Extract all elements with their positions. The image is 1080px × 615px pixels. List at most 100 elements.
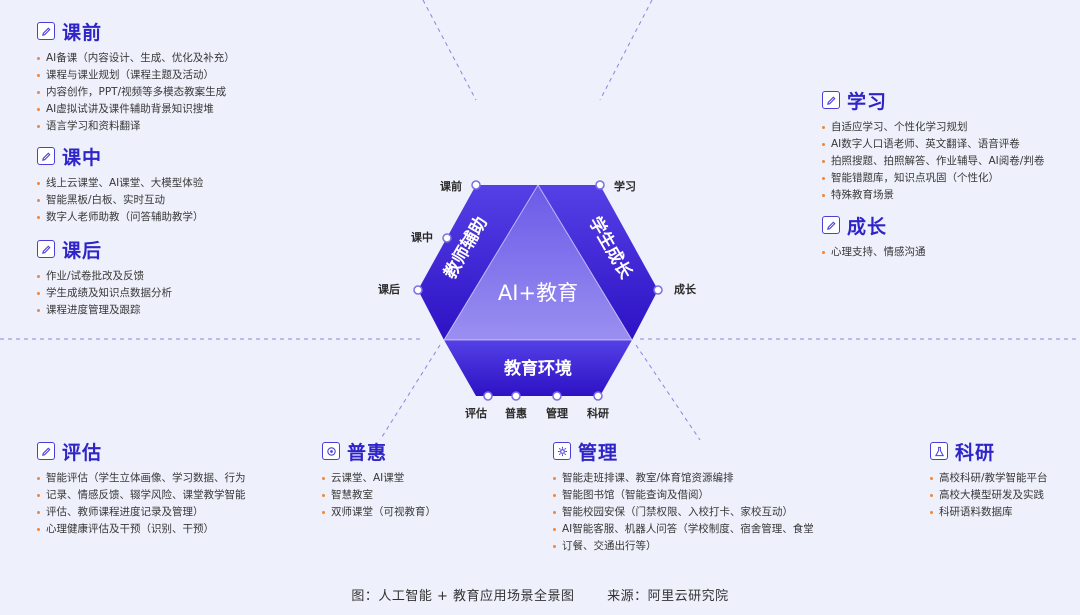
- list-item: 高校科研/教学智能平台: [930, 470, 1048, 487]
- hex-label-pg: 评估: [465, 406, 487, 420]
- dot-kq: [471, 180, 481, 190]
- dashed-dividers: [0, 0, 1080, 441]
- dot-gl: [552, 391, 562, 401]
- dot-cz: [653, 285, 663, 295]
- target-icon: [322, 442, 340, 460]
- hex-label-xx: 学习: [614, 179, 636, 193]
- section-xx-header: 学习: [822, 87, 1044, 113]
- section-kh-list: 作业/试卷批改及反馈学生成绩及知识点数据分析课程进度管理及跟踪: [37, 268, 172, 319]
- section-ky-list: 高校科研/教学智能平台高校大模型研发及实践科研语料数据库: [930, 470, 1048, 521]
- gear-icon: [553, 442, 571, 460]
- edit-icon: [37, 147, 55, 165]
- caption-figure: 图：人工智能 + 教育应用场景全景图: [351, 589, 575, 604]
- hex-dots: [413, 180, 663, 401]
- hex-label-gl: 管理: [546, 406, 568, 420]
- section-ky-header: 科研: [930, 438, 1048, 464]
- flask-icon: [930, 442, 948, 460]
- list-item: 双师课堂（可视教育）: [322, 504, 436, 521]
- list-item: 高校大模型研发及实践: [930, 487, 1048, 504]
- section-pg-list: 智能评估（学生立体画像、学习数据、行为记录、情感反馈、辍学风险、课堂教学智能评估…: [37, 470, 246, 538]
- list-item: AI数字人口语老师、英文翻译、语音评卷: [822, 136, 1044, 153]
- list-item: 学生成绩及知识点数据分析: [37, 285, 172, 302]
- dot-xx: [595, 180, 605, 190]
- hex-label-cz: 成长: [674, 282, 697, 296]
- section-ph-list: 云课堂、AI课堂智慧教室双师课堂（可视教育）: [322, 470, 436, 521]
- list-item: 课程进度管理及跟踪: [37, 302, 172, 319]
- list-item: 智慧教室: [322, 487, 436, 504]
- section-kq: 课前 AI备课（内容设计、生成、优化及补充）课程与课业规划（课程主题及活动）内容…: [37, 18, 235, 135]
- divider-bottom-right: [635, 344, 701, 441]
- edit-icon: [37, 22, 55, 40]
- section-kq-list: AI备课（内容设计、生成、优化及补充）课程与课业规划（课程主题及活动）内容创作，…: [37, 50, 235, 135]
- dot-pg: [483, 391, 493, 401]
- dot-kz: [442, 233, 452, 243]
- edit-icon: [37, 240, 55, 258]
- list-item: 记录、情感反馈、辍学风险、课堂教学智能: [37, 487, 246, 504]
- list-item: 智能黑板/白板、实时互动: [37, 192, 204, 209]
- band-teacher: [418, 185, 538, 340]
- list-item: 特殊教育场景: [822, 187, 1044, 204]
- section-pg-title: 评估: [62, 441, 103, 464]
- dot-kh: [413, 285, 423, 295]
- list-item: 评估、教师课程进度记录及管理）: [37, 504, 246, 521]
- list-item: 订餐、交通出行等）: [553, 538, 814, 555]
- divider-top-left: [422, 0, 477, 101]
- section-kz: 课中 线上云课堂、AI课堂、大模型体验智能黑板/白板、实时互动数字人老师助教（问…: [37, 143, 204, 226]
- section-kq-header: 课前: [37, 18, 235, 44]
- section-gl-list: 智能走班排课、教室/体育馆资源编排智能图书馆（智能查询及借阅）智能校园安保（门禁…: [553, 470, 814, 555]
- edit-icon: [37, 442, 55, 460]
- list-item: 拍照搜题、拍照解答、作业辅导、AI阅卷/判卷: [822, 153, 1044, 170]
- section-cz-header: 成长: [822, 212, 926, 238]
- list-item: 线上云课堂、AI课堂、大模型体验: [37, 175, 204, 192]
- figure-caption: 图：人工智能 + 教育应用场景全景图 来源：阿里云研究院: [0, 585, 1080, 604]
- list-item: 课程与课业规划（课程主题及活动）: [37, 67, 235, 84]
- list-item: 心理支持、情感沟通: [822, 244, 926, 261]
- band-environment: [444, 340, 632, 396]
- section-gl-title: 管理: [578, 441, 619, 464]
- section-gl-header: 管理: [553, 438, 814, 464]
- section-cz: 成长 心理支持、情感沟通: [822, 212, 926, 261]
- list-item: 作业/试卷批改及反馈: [37, 268, 172, 285]
- hex-label-ky: 科研: [587, 406, 609, 420]
- section-ky: 科研 高校科研/教学智能平台高校大模型研发及实践科研语料数据库: [930, 438, 1048, 521]
- section-kh-title: 课后: [62, 239, 103, 262]
- list-item: AI备课（内容设计、生成、优化及补充）: [37, 50, 235, 67]
- list-item: 心理健康评估及干预（识别、干预）: [37, 521, 246, 538]
- section-ph-title: 普惠: [347, 441, 388, 464]
- divider-bottom-left: [379, 344, 441, 441]
- list-item: 智能错题库，知识点巩固（个性化）: [822, 170, 1044, 187]
- core-triangle: [444, 185, 632, 340]
- core-label: AI+教育: [498, 281, 578, 305]
- caption-source: 来源：阿里云研究院: [607, 589, 729, 604]
- band-label-environment: 教育环境: [503, 358, 572, 379]
- section-ky-title: 科研: [955, 441, 996, 464]
- band-separators: [443, 184, 633, 341]
- hex-label-kz: 课中: [411, 230, 433, 244]
- section-kq-title: 课前: [62, 21, 103, 44]
- divider-top-right: [599, 0, 653, 101]
- hex-label-kh: 课后: [378, 282, 400, 296]
- section-ph-header: 普惠: [322, 438, 436, 464]
- section-kh-header: 课后: [37, 236, 172, 262]
- section-xx-title: 学习: [847, 90, 888, 113]
- section-kh: 课后 作业/试卷批改及反馈学生成绩及知识点数据分析课程进度管理及跟踪: [37, 236, 172, 319]
- list-item: 智能评估（学生立体画像、学习数据、行为: [37, 470, 246, 487]
- section-cz-list: 心理支持、情感沟通: [822, 244, 926, 261]
- list-item: 智能图书馆（智能查询及借阅）: [553, 487, 814, 504]
- list-item: 自适应学习、个性化学习规划: [822, 119, 1044, 136]
- section-gl: 管理 智能走班排课、教室/体育馆资源编排智能图书馆（智能查询及借阅）智能校园安保…: [553, 438, 814, 555]
- dot-ky: [593, 391, 603, 401]
- edit-icon: [822, 91, 840, 109]
- list-item: 数字人老师助教（问答辅助教学）: [37, 209, 204, 226]
- list-item: 内容创作，PPT/视频等多模态教案生成: [37, 84, 235, 101]
- dot-ph: [511, 391, 521, 401]
- section-pg: 评估 智能评估（学生立体画像、学习数据、行为记录、情感反馈、辍学风险、课堂教学智…: [37, 438, 246, 538]
- list-item: 语言学习和资料翻译: [37, 118, 235, 135]
- section-kz-title: 课中: [62, 146, 103, 169]
- list-item: 云课堂、AI课堂: [322, 470, 436, 487]
- section-kz-header: 课中: [37, 143, 204, 169]
- section-pg-header: 评估: [37, 438, 246, 464]
